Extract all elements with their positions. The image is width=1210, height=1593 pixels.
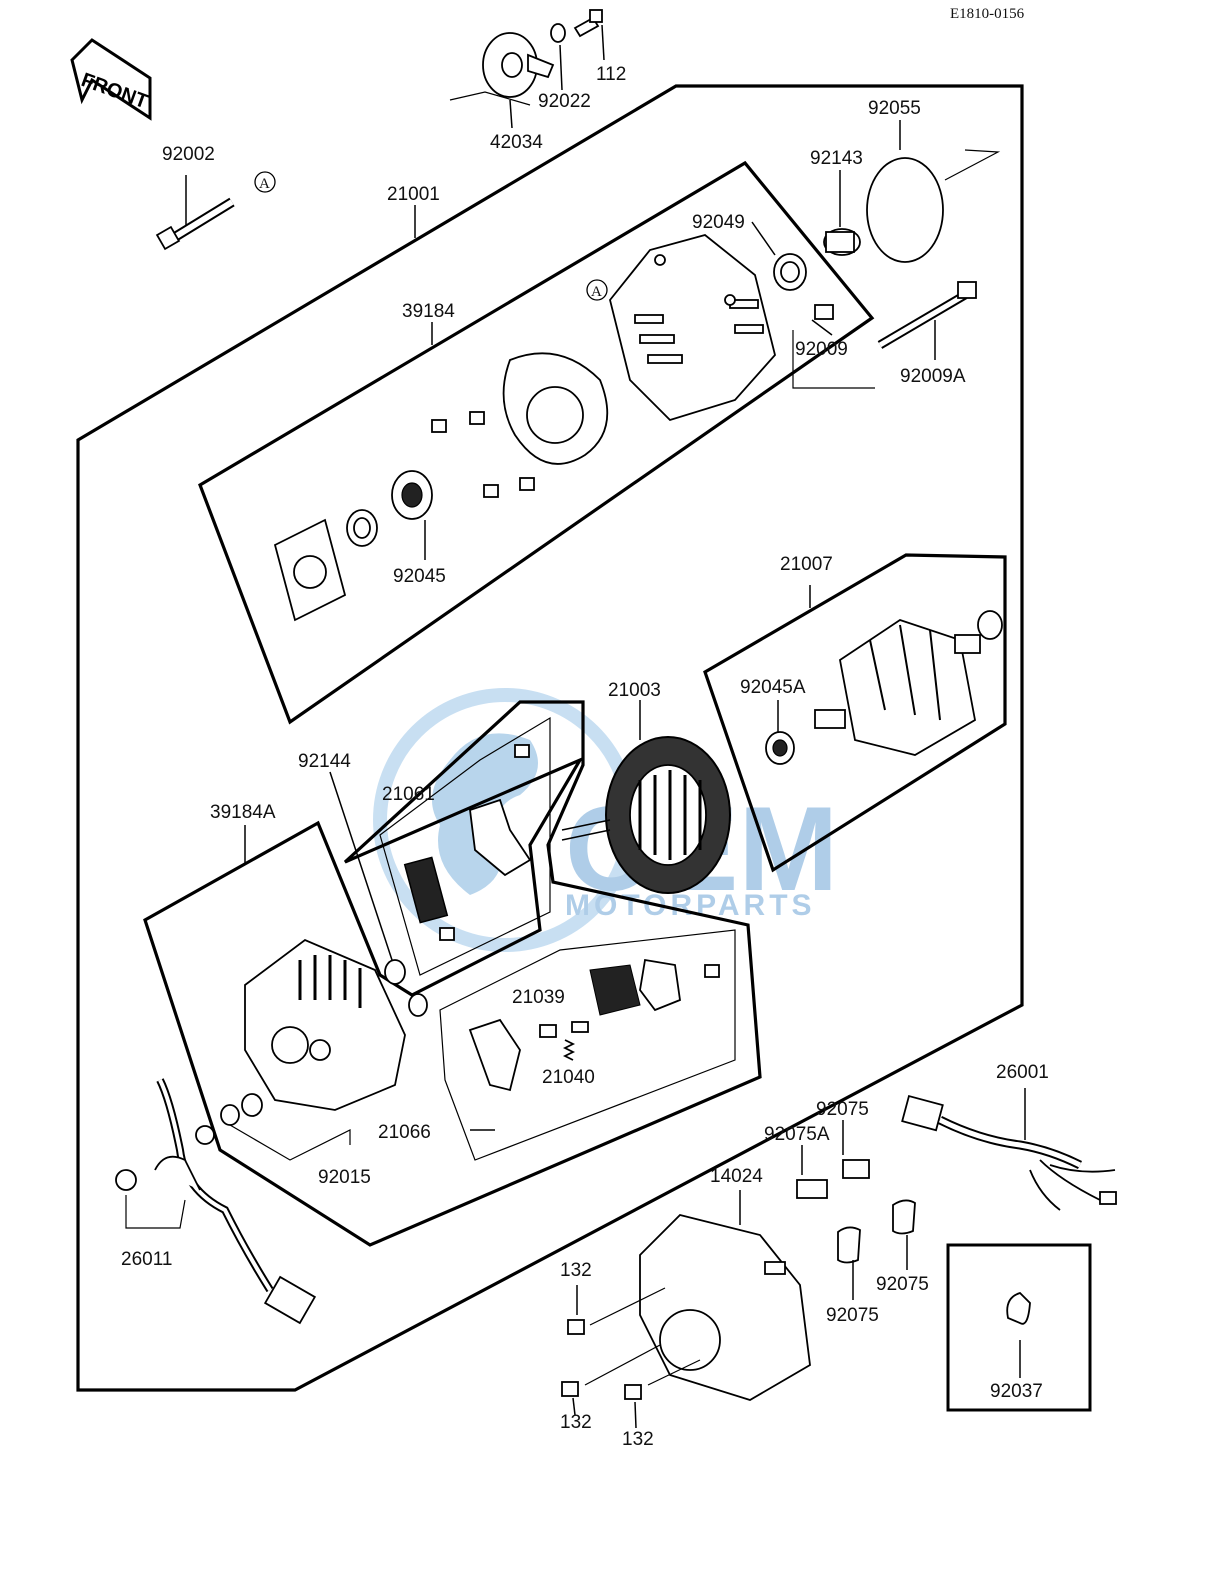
part-label-92045: 92045: [393, 566, 446, 587]
part-label-92055: 92055: [868, 98, 921, 119]
bolt-112: [573, 9, 605, 61]
rotor-21007: [809, 585, 1003, 756]
part-label-26001: 26001: [996, 1062, 1049, 1083]
front-cover-housing: [609, 234, 776, 422]
rotor-frame: [703, 553, 1007, 873]
part-label-92075-bottom: 92075: [826, 1305, 879, 1326]
bearing-92045a: [765, 700, 795, 765]
part-label-21003: 21003: [608, 680, 661, 701]
part-label-132-top: 132: [560, 1260, 592, 1281]
part-label-92002: 92002: [162, 144, 215, 165]
cap-perspective-line: [449, 91, 531, 106]
screw-set: [431, 411, 535, 498]
upper-subassembly-frame: [198, 160, 875, 725]
rubber-92075-c: [892, 1199, 916, 1270]
bolt-92002: [155, 175, 235, 251]
diagram-ref-code: E1810-0156: [950, 6, 1025, 22]
part-label-92144: 92144: [298, 751, 351, 772]
washer-92022: [550, 23, 566, 91]
part-label-21066: 21066: [378, 1122, 431, 1143]
stator-21003: [561, 700, 731, 894]
o-ring-92055: [866, 157, 944, 263]
cover-guide-line: [792, 330, 875, 389]
main-assembly-frame: [76, 84, 1024, 1392]
stator-inner-frame: [379, 716, 551, 976]
part-label-21007: 21007: [780, 554, 833, 575]
part-label-39184: 39184: [402, 301, 455, 322]
retainer-plate: [502, 352, 609, 465]
part-label-42034: 42034: [490, 132, 543, 153]
cover-14024: [584, 1190, 811, 1401]
part-label-21039: 21039: [512, 987, 565, 1008]
part-label-92075a: 92075A: [764, 1124, 830, 1145]
part-label-92037: 92037: [990, 1381, 1043, 1402]
clamp-92037-frame: [946, 1243, 1092, 1412]
regulator-21061: [403, 744, 532, 941]
collar-92143: [823, 170, 861, 256]
rubber-92075a: [796, 1145, 828, 1199]
rubber-92075-a: [842, 1120, 870, 1179]
part-label-39184a: 39184A: [210, 802, 276, 823]
brush-21039: [539, 1021, 589, 1038]
part-label-21061: 21061: [382, 784, 435, 805]
seal-92049: [751, 221, 807, 291]
bolt-132-c: [624, 1384, 642, 1429]
svg-text:A: A: [259, 176, 270, 192]
oil-seal: [346, 509, 378, 547]
brush-holder-inner-frame: [439, 929, 736, 1161]
part-label-14024: 14024: [710, 1166, 763, 1187]
part-label-21001: 21001: [387, 184, 440, 205]
part-label-92075-right: 92075: [876, 1274, 929, 1295]
clamp-92037: [1006, 1291, 1031, 1378]
part-label-92022: 92022: [538, 91, 591, 112]
harness-26011: [115, 1078, 317, 1325]
part-label-92143: 92143: [810, 148, 863, 169]
front-arrow-icon: FRONT: [70, 38, 152, 121]
bolt-92009a: [877, 281, 977, 360]
spring-21040: [562, 1039, 576, 1061]
callout-a-1: A: [254, 171, 276, 193]
regulator-frame: [143, 700, 762, 1247]
part-label-92015: 92015: [318, 1167, 371, 1188]
part-label-132-right: 132: [622, 1429, 654, 1450]
svg-text:A: A: [591, 284, 602, 300]
part-label-92049: 92049: [692, 212, 745, 233]
part-label-92009a: 92009A: [900, 366, 966, 387]
bolt-92009: [811, 304, 834, 336]
flange-plate: [273, 518, 347, 622]
harness-26001: [901, 1088, 1117, 1211]
bearing-92045: [391, 470, 433, 560]
brush-holder-21066: [468, 958, 720, 1131]
part-label-112: 112: [596, 64, 626, 85]
part-label-92045a: 92045A: [740, 677, 806, 698]
rubber-92075-b: [837, 1226, 861, 1300]
bolt-132-a: [567, 1285, 585, 1335]
part-label-26011: 26011: [121, 1249, 172, 1270]
ring-perspective-line: [944, 149, 1001, 181]
washer-92144: [329, 771, 406, 985]
cap-42034: [482, 32, 555, 129]
part-label-132-left: 132: [560, 1412, 592, 1433]
rear-housing-39184a: [244, 825, 406, 1111]
bolt-132-b: [561, 1381, 579, 1416]
part-label-21040: 21040: [542, 1067, 595, 1088]
part-label-92009: 92009: [795, 339, 848, 360]
washer-near-housing: [408, 993, 428, 1017]
part-label-92075-top: 92075: [816, 1099, 869, 1120]
callout-a-2: A: [586, 279, 608, 301]
nut-92015: [220, 1093, 351, 1161]
